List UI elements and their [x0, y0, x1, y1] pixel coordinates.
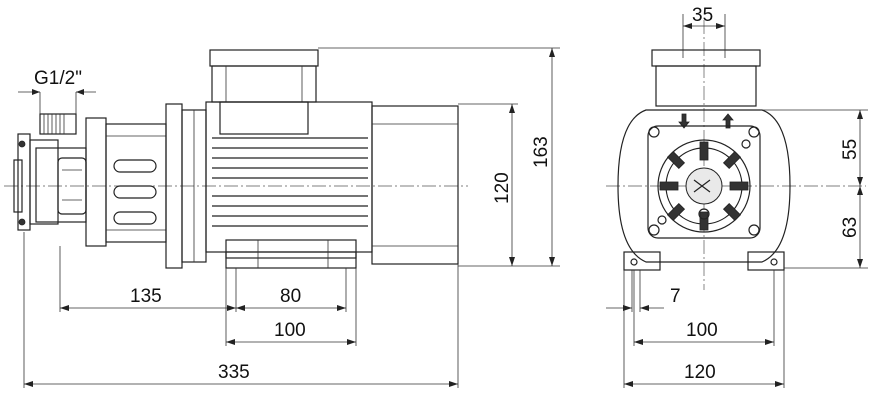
dim-length-135: 135 [130, 286, 162, 307]
head-front-cover [17, 133, 31, 231]
dim-width-100-front: 100 [686, 320, 718, 341]
front-housing [617, 109, 791, 263]
dim-length-80: 80 [280, 286, 301, 307]
motor-body [205, 101, 373, 253]
side-dimensions: G1/2" 163 120 135 80 [18, 47, 560, 388]
terminal-box [211, 65, 317, 103]
side-view [4, 49, 468, 269]
dim-height-120: 120 [492, 172, 513, 204]
vent-slot-bottom [113, 211, 157, 225]
front-flange-plate [647, 125, 761, 239]
dim-width-7: 7 [670, 286, 681, 307]
pump-flange-front [85, 117, 107, 247]
vent-slot-middle [113, 185, 157, 199]
front-dimensions: 35 55 63 7 100 120 [606, 5, 868, 388]
front-foot-right [747, 251, 785, 271]
fan-logo-icon [693, 179, 711, 193]
dim-height-163: 163 [531, 136, 552, 168]
flow-arrow-up-icon [722, 113, 734, 129]
dim-width-35: 35 [692, 5, 713, 26]
dim-length-335: 335 [218, 362, 250, 383]
vent-slot-top [113, 159, 157, 173]
front-terminal-lid [651, 49, 761, 67]
bolt-hole-br [748, 224, 760, 236]
cooling-fins [212, 137, 368, 227]
motor-foot [225, 251, 357, 269]
front-terminal-box [655, 65, 757, 107]
inlet-nozzle [39, 113, 77, 135]
dim-length-100-side: 100 [274, 320, 306, 341]
bolt-hole-tr [748, 126, 760, 138]
dim-thread-label: G1/2" [34, 68, 82, 89]
flow-arrow-down-icon [678, 113, 690, 129]
bolt-hole-bl [648, 224, 660, 236]
terminal-box-lid [209, 49, 319, 67]
fan-ribs [659, 141, 749, 231]
fan-cover [371, 105, 459, 265]
fan-hub [685, 167, 723, 205]
front-foot-left [623, 251, 661, 271]
fan-cover-outer [657, 139, 751, 233]
front-view [606, 20, 866, 290]
bolt-hole-tl [648, 126, 660, 138]
dim-height-55: 55 [840, 139, 861, 160]
dim-height-63: 63 [840, 217, 861, 238]
dim-width-120: 120 [684, 362, 716, 383]
